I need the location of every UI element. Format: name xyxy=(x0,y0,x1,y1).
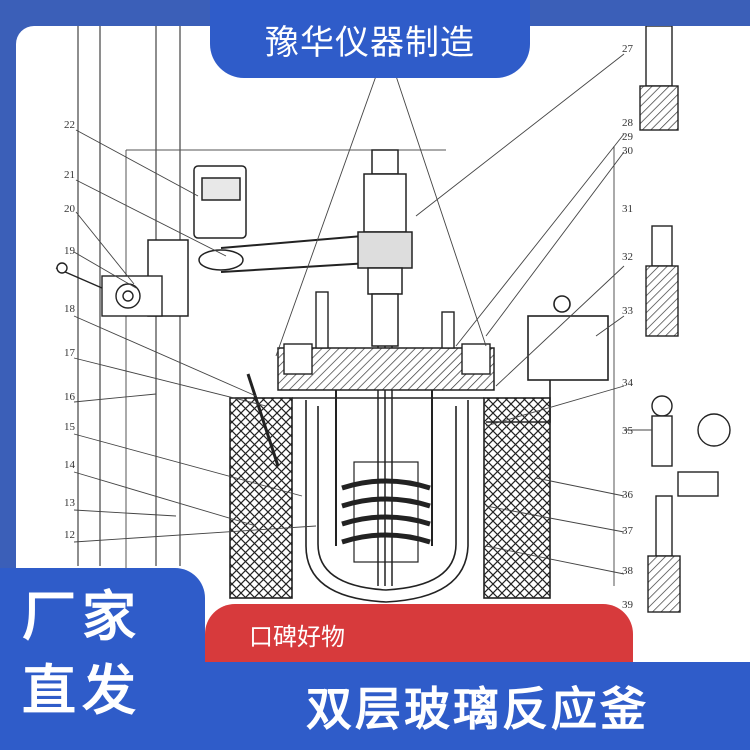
product-title-bar: 双层玻璃反应釜 xyxy=(205,662,750,750)
part-label: 13 xyxy=(64,497,76,509)
part-label: 32 xyxy=(622,251,633,263)
brand-name: 豫华仪器制造 xyxy=(265,22,475,63)
heating-coil xyxy=(341,478,431,545)
glass-vessel xyxy=(305,400,469,603)
part-label: 30 xyxy=(622,145,634,157)
part-label: 14 xyxy=(64,459,76,471)
part-label: 34 xyxy=(622,377,634,389)
part-label: 20 xyxy=(64,203,76,215)
part-label: 39 xyxy=(622,599,634,611)
part-label: 35 xyxy=(622,425,634,437)
badge-line-2: 直发 xyxy=(22,659,142,722)
part-label: 27 xyxy=(622,43,634,55)
side-tubes xyxy=(246,291,491,546)
part-label: 16 xyxy=(64,391,76,403)
part-label: 22 xyxy=(64,119,75,131)
part-label: 33 xyxy=(622,305,634,317)
motor xyxy=(147,165,247,317)
part-label: 28 xyxy=(622,117,634,129)
leader-lines xyxy=(73,53,652,575)
drawing-svg: 22 21 20 19 18 17 16 15 14 13 12 27 28 2… xyxy=(55,26,731,613)
part-label: 38 xyxy=(622,565,634,577)
brand-banner: 豫华仪器制造 xyxy=(210,0,530,78)
part-labels-right: 27 28 29 30 31 32 33 34 35 36 37 38 39 xyxy=(622,43,634,611)
part-label: 19 xyxy=(64,245,76,257)
part-labels-left: 22 21 20 19 18 17 16 15 14 13 12 xyxy=(64,119,76,541)
factory-direct-badge: 厂家 直发 xyxy=(0,568,205,750)
part-label: 29 xyxy=(622,131,634,143)
stirrer-shaft xyxy=(357,149,413,586)
stirring-paddle xyxy=(353,461,419,563)
part-label: 12 xyxy=(64,529,75,541)
tagline-pill: 口碑好物 xyxy=(205,604,633,664)
part-label: 18 xyxy=(64,303,76,315)
badge-line-1: 厂家 xyxy=(22,585,142,648)
part-label: 15 xyxy=(64,421,76,433)
gearbox xyxy=(55,262,163,317)
part-label: 31 xyxy=(622,203,633,215)
part-label: 36 xyxy=(622,489,634,501)
product-title: 双层玻璃反应釜 xyxy=(306,682,649,736)
detail-parts xyxy=(639,26,731,613)
reactor-lid xyxy=(277,347,495,391)
condenser-tank xyxy=(486,295,609,423)
part-label: 21 xyxy=(64,169,75,181)
outer-jacket xyxy=(229,397,551,599)
part-label: 37 xyxy=(622,525,634,537)
tagline-text: 口碑好物 xyxy=(249,622,345,651)
part-label: 17 xyxy=(64,347,76,359)
